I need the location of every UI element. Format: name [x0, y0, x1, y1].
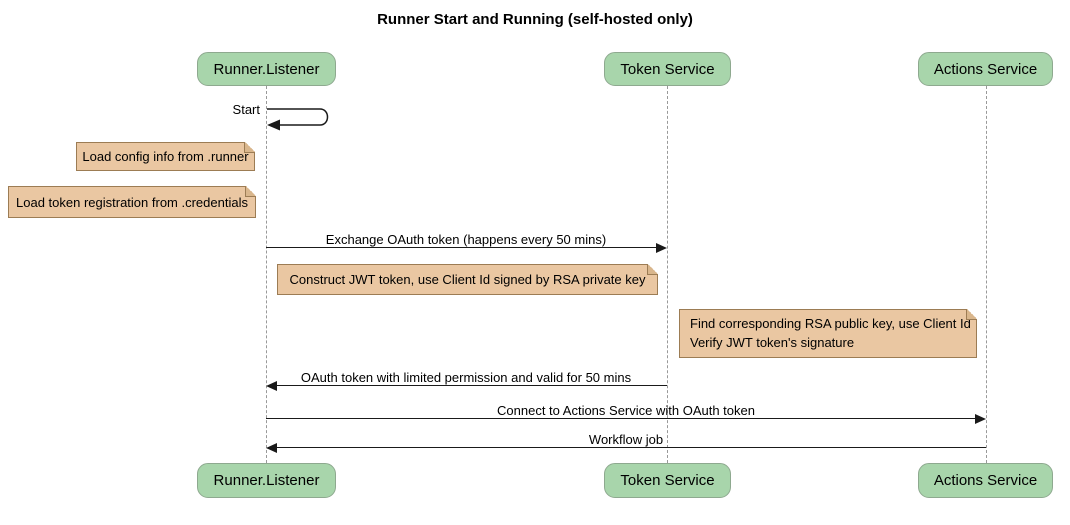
note-fold-icon	[966, 309, 977, 320]
note-verify-jwt: Find corresponding RSA public key, use C…	[679, 309, 977, 358]
message-connect-line	[266, 418, 975, 419]
self-loop-line	[267, 108, 329, 126]
note-text: Load token registration from .credential…	[16, 194, 248, 210]
participant-label: Runner.Listener	[213, 472, 320, 489]
participant-label: Token Service	[620, 60, 715, 78]
arrowhead	[266, 442, 277, 453]
note-construct-jwt: Construct JWT token, use Client Id signe…	[277, 264, 658, 295]
message-exchange-line	[266, 247, 656, 248]
message-oauth-return-label: OAuth token with limited permission and …	[300, 370, 632, 385]
note-load-token-registration: Load token registration from .credential…	[8, 186, 256, 218]
lifeline-actions-service	[986, 86, 987, 463]
note-load-config: Load config info from .runner	[76, 142, 255, 171]
participant-label: Actions Service	[933, 60, 1038, 78]
message-workflow-line	[277, 447, 986, 448]
arrowhead	[267, 119, 280, 131]
note-fold-icon	[244, 142, 255, 153]
participant-label: Actions Service	[933, 472, 1038, 489]
lifeline-runner-listener	[266, 86, 267, 463]
participant-token-service-top: Token Service	[604, 52, 731, 86]
message-start-label: Start	[232, 102, 260, 117]
participant-actions-service-bottom: Actions Service	[918, 463, 1053, 498]
note-fold-icon	[245, 186, 256, 197]
message-workflow-label: Workflow job	[588, 432, 664, 447]
message-exchange-label: Exchange OAuth token (happens every 50 m…	[325, 232, 607, 247]
note-text-line2: Verify JWT token's signature	[690, 334, 855, 350]
message-connect-label: Connect to Actions Service with OAuth to…	[497, 403, 755, 418]
arrowhead	[656, 242, 667, 253]
note-text: Construct JWT token, use Client Id signe…	[289, 272, 646, 287]
arrowhead	[975, 413, 986, 424]
participant-label: Token Service	[620, 472, 715, 489]
participant-token-service-bottom: Token Service	[604, 463, 731, 498]
note-text: Load config info from .runner	[82, 149, 249, 164]
participant-label: Runner.Listener	[213, 60, 320, 78]
note-text-line1: Find corresponding RSA public key, use C…	[690, 315, 971, 331]
self-message-loop	[267, 108, 329, 131]
participant-runner-listener-top: Runner.Listener	[197, 52, 336, 86]
arrowhead	[266, 380, 277, 391]
participant-runner-listener-bottom: Runner.Listener	[197, 463, 336, 498]
lifeline-token-service	[667, 86, 668, 463]
message-oauth-return-line	[277, 385, 667, 386]
diagram-title: Runner Start and Running (self-hosted on…	[377, 11, 693, 28]
participant-actions-service-top: Actions Service	[918, 52, 1053, 86]
note-fold-icon	[647, 264, 658, 275]
